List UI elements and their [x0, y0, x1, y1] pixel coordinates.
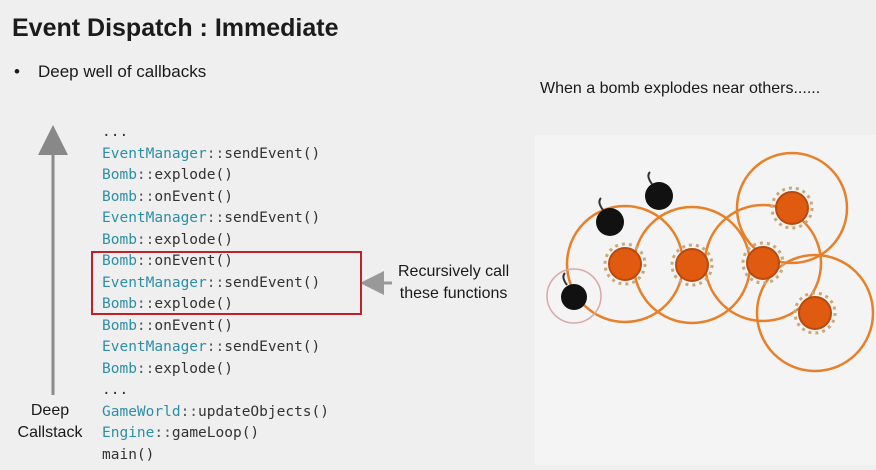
class-name: Bomb	[102, 231, 137, 248]
function-name: onEvent()	[154, 317, 233, 334]
exploding-bomb	[775, 191, 809, 225]
bullet-text: Deep well of callbacks	[38, 62, 207, 81]
class-name: Bomb	[102, 317, 137, 334]
class-name: Engine	[102, 425, 155, 441]
function-name: gameLoop()	[171, 425, 260, 441]
class-name: GameWorld	[102, 403, 181, 420]
class-name: EventManager	[102, 339, 207, 355]
callstack-line: EventManager::sendEvent()	[102, 273, 329, 295]
scope-separator: ::	[206, 339, 225, 355]
exploding-bomb	[675, 248, 709, 282]
function-name: onEvent()	[154, 253, 233, 269]
exploding-bomb	[746, 246, 780, 280]
class-name: EventManager	[102, 210, 207, 226]
scope-separator: ::	[136, 188, 155, 205]
function-name: ...	[102, 124, 129, 140]
bullet-item: • Deep well of callbacks	[14, 62, 206, 82]
exploding-bomb	[608, 247, 642, 281]
recursion-highlight-box	[91, 251, 362, 315]
blast-radius-ring	[735, 151, 849, 265]
function-name: explode()	[154, 231, 233, 248]
callstack-line: Bomb::explode()	[102, 359, 329, 381]
function-name: ...	[102, 382, 129, 398]
callstack-line: Bomb::explode()	[102, 165, 329, 187]
deep-callstack-label: Deep Callstack	[17, 402, 83, 441]
bullet-dot: •	[14, 62, 20, 81]
class-name: Bomb	[102, 360, 137, 377]
function-name: sendEvent()	[224, 274, 321, 291]
callstack-line: ...	[102, 122, 329, 144]
scope-separator: ::	[180, 403, 199, 420]
callstack-line: Bomb::explode()	[102, 294, 329, 316]
callstack-line: EventManager::sendEvent()	[102, 337, 329, 359]
function-name: updateObjects()	[198, 403, 329, 420]
bomb-scene-drawing	[546, 151, 875, 373]
scope-separator: ::	[206, 274, 225, 291]
callstack-line: Engine::gameLoop()	[102, 423, 329, 445]
function-name: main()	[102, 446, 155, 463]
class-name: Bomb	[102, 253, 137, 269]
scope-separator: ::	[136, 167, 155, 183]
class-name: EventManager	[102, 145, 207, 162]
class-name: EventManager	[102, 274, 207, 291]
function-name: explode()	[154, 360, 233, 377]
recursive-call-note: Recursively call these functions	[398, 263, 510, 302]
callstack-line: Bomb::explode()	[102, 230, 329, 252]
function-name: sendEvent()	[224, 210, 321, 226]
callstack-line: GameWorld::updateObjects()	[102, 402, 329, 424]
function-name: sendEvent()	[224, 145, 321, 162]
scope-separator: ::	[136, 253, 155, 269]
function-name: explode()	[154, 167, 233, 183]
idle-bomb	[645, 182, 673, 210]
scope-separator: ::	[136, 360, 155, 377]
function-name: onEvent()	[154, 188, 233, 205]
scope-separator: ::	[154, 425, 172, 441]
class-name: Bomb	[102, 296, 137, 312]
callstack-line: Bomb::onEvent()	[102, 187, 329, 209]
scene-caption: When a bomb explodes near others......	[540, 80, 821, 97]
function-name: explode()	[154, 296, 233, 312]
idle-bomb	[596, 208, 624, 236]
blast-radius-ring-faint	[546, 268, 602, 324]
scope-separator: ::	[206, 210, 225, 226]
bomb-scene	[535, 135, 876, 465]
function-name: sendEvent()	[224, 339, 321, 355]
callstack-line: ...	[102, 380, 329, 402]
callstack-line: Bomb::onEvent()	[102, 316, 329, 338]
blast-radius-ring	[755, 253, 875, 373]
scope-separator: ::	[206, 145, 225, 162]
class-name: Bomb	[102, 188, 137, 205]
idle-bomb	[561, 284, 587, 310]
callstack-line: EventManager::sendEvent()	[102, 144, 329, 166]
callstack-line: main()	[102, 445, 329, 467]
scope-separator: ::	[136, 317, 155, 334]
callstack-line: Bomb::onEvent()	[102, 251, 329, 273]
slide-title: Event Dispatch : Immediate	[12, 14, 339, 42]
exploding-bomb	[798, 296, 832, 330]
callstack-line: EventManager::sendEvent()	[102, 208, 329, 230]
callstack-code: ...EventManager::sendEvent()Bomb::explod…	[102, 122, 329, 466]
class-name: Bomb	[102, 167, 137, 183]
scope-separator: ::	[136, 231, 155, 248]
scope-separator: ::	[136, 296, 155, 312]
